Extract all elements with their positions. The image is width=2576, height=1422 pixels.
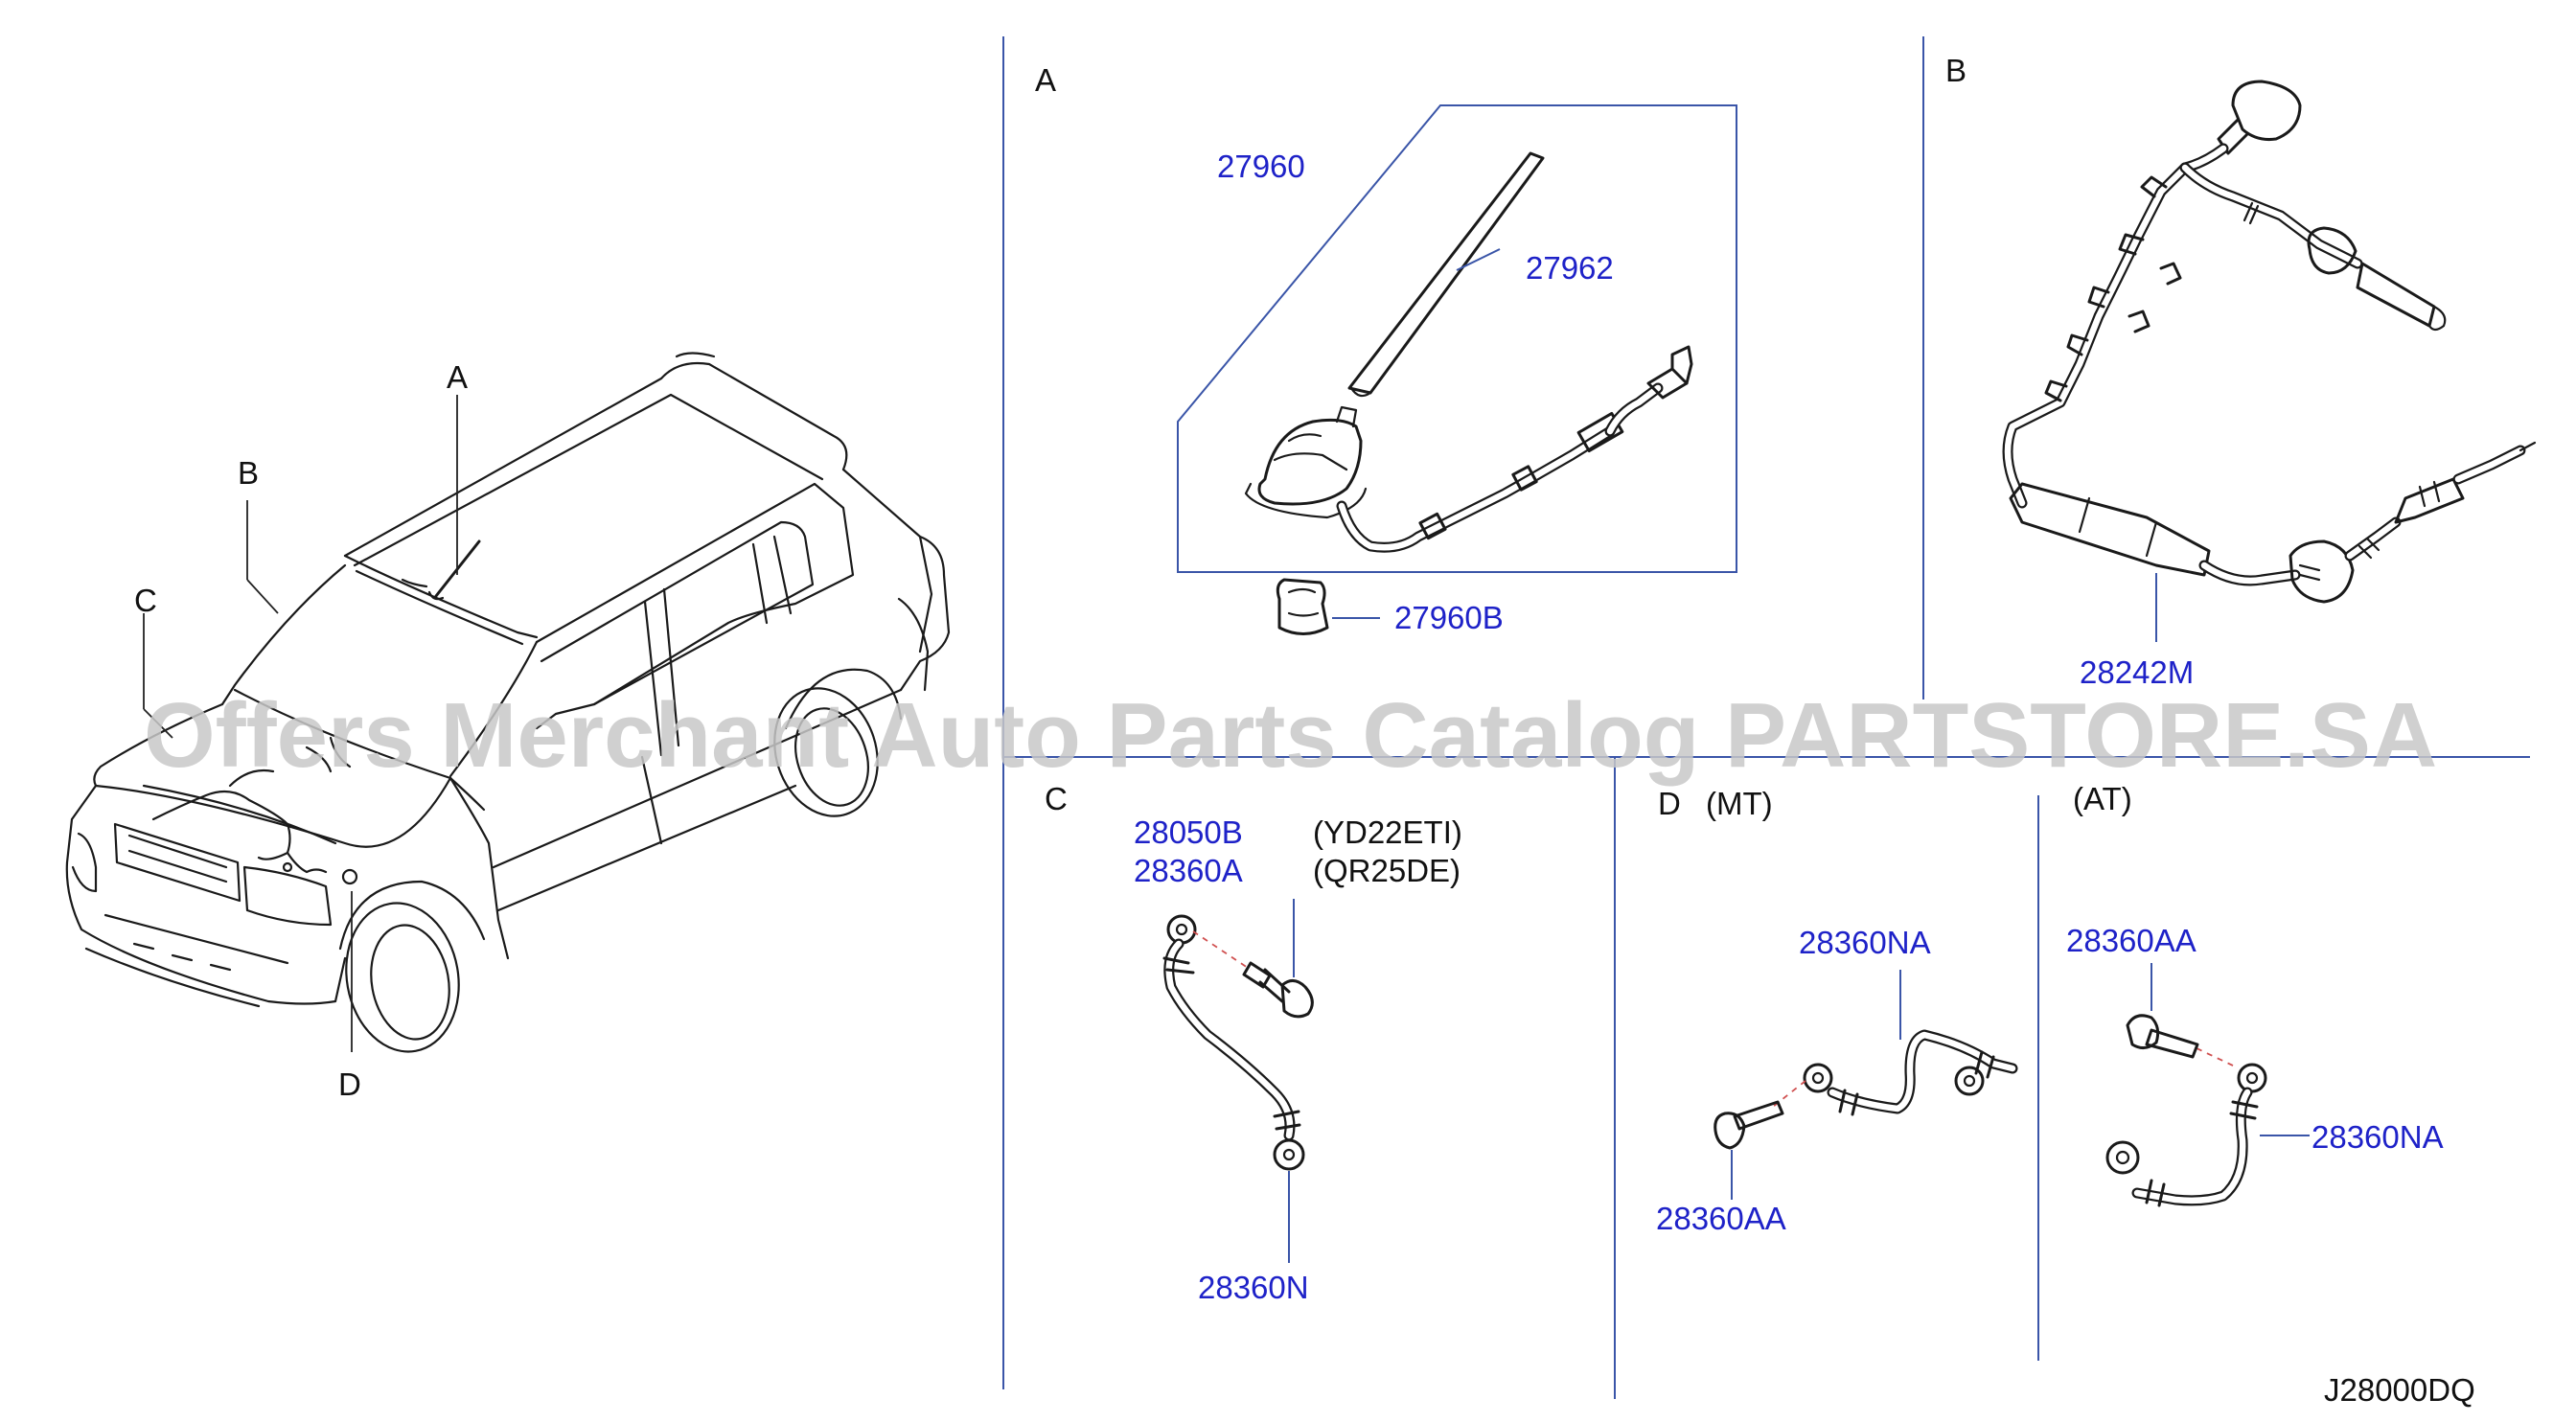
variant-mt-label: (MT) xyxy=(1706,786,1773,821)
callout-c: C xyxy=(134,583,157,618)
engine-yd22eti: (YD22ETI) xyxy=(1313,814,1462,850)
feeder-harness xyxy=(2002,80,2537,642)
callout-b: B xyxy=(238,455,259,491)
diagram-code: J28000DQ xyxy=(2324,1372,2475,1408)
variant-at-label: (AT) xyxy=(2073,781,2132,816)
callout-d: D xyxy=(338,1066,361,1102)
section-a-label: A xyxy=(1035,62,1056,98)
section-c-label: C xyxy=(1045,781,1068,816)
callout-a: A xyxy=(447,359,468,395)
section-d-label: D xyxy=(1658,786,1681,821)
vehicle-callouts: A B C D xyxy=(134,359,468,1102)
ground-strap-c xyxy=(1162,899,1314,1263)
part-28360na-at[interactable]: 28360NA xyxy=(2312,1119,2444,1155)
vehicle-illustration xyxy=(65,352,951,1053)
part-27960[interactable]: 27960 xyxy=(1217,149,1305,184)
ground-strap-d-at xyxy=(2105,963,2310,1207)
section-b-labels: B 28242M xyxy=(1945,53,2194,690)
panel-dividers xyxy=(1002,36,2530,1399)
part-28360n[interactable]: 28360N xyxy=(1198,1270,1309,1305)
part-27960b[interactable]: 27960B xyxy=(1394,600,1504,635)
watermark-group: Offers Merchant Auto Parts Catalog PARTS… xyxy=(144,684,2437,787)
watermark: Offers Merchant Auto Parts Catalog PARTS… xyxy=(144,684,2437,787)
part-28360a[interactable]: 28360A xyxy=(1134,853,1243,888)
part-27962[interactable]: 27962 xyxy=(1526,250,1614,286)
engine-qr25de: (QR25DE) xyxy=(1313,853,1460,888)
part-28242m[interactable]: 28242M xyxy=(2080,654,2194,690)
part-28050b[interactable]: 28050B xyxy=(1134,814,1243,850)
section-a-labels: A 27960 27962 27960B xyxy=(1035,62,1614,635)
section-c-labels: C 28050B (YD22ETI) 28360A (QR25DE) 28360… xyxy=(1045,781,1462,1305)
part-28360aa-mt[interactable]: 28360AA xyxy=(1656,1201,1786,1236)
ground-strap-d-mt xyxy=(1714,970,2018,1200)
vehicle-callout-leaders xyxy=(143,395,458,1052)
part-28360na-mt[interactable]: 28360NA xyxy=(1799,925,1931,960)
antenna-assembly xyxy=(1177,104,1737,635)
section-d-labels: D (MT) 28360NA 28360AA (AT) 28360AA 2836… xyxy=(1656,781,2444,1236)
part-28360aa-at[interactable]: 28360AA xyxy=(2066,923,2196,958)
section-b-label: B xyxy=(1945,53,1966,88)
